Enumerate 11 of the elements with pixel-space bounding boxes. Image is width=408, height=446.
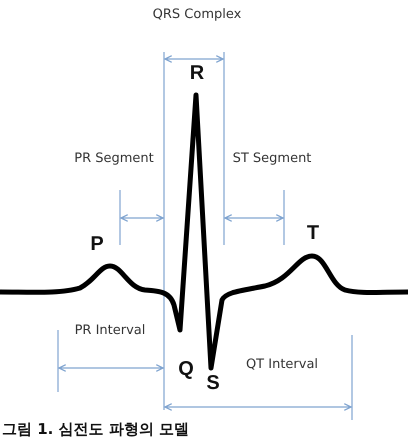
interval-label: PR Interval xyxy=(74,322,146,339)
wave-label: T xyxy=(306,222,320,244)
wave-label: R xyxy=(188,62,206,84)
wave-label: Q xyxy=(177,358,195,380)
interval-label: QT Interval xyxy=(244,356,320,373)
wave-label: P xyxy=(89,233,105,255)
figure-caption: 그림 1. 심전도 파형의 모델 xyxy=(2,420,190,439)
wave-label: S xyxy=(205,372,221,394)
interval-label: ST Segment xyxy=(232,150,312,167)
interval-label: PR Segment xyxy=(73,150,155,167)
interval-label: QRS Complex xyxy=(152,6,242,23)
